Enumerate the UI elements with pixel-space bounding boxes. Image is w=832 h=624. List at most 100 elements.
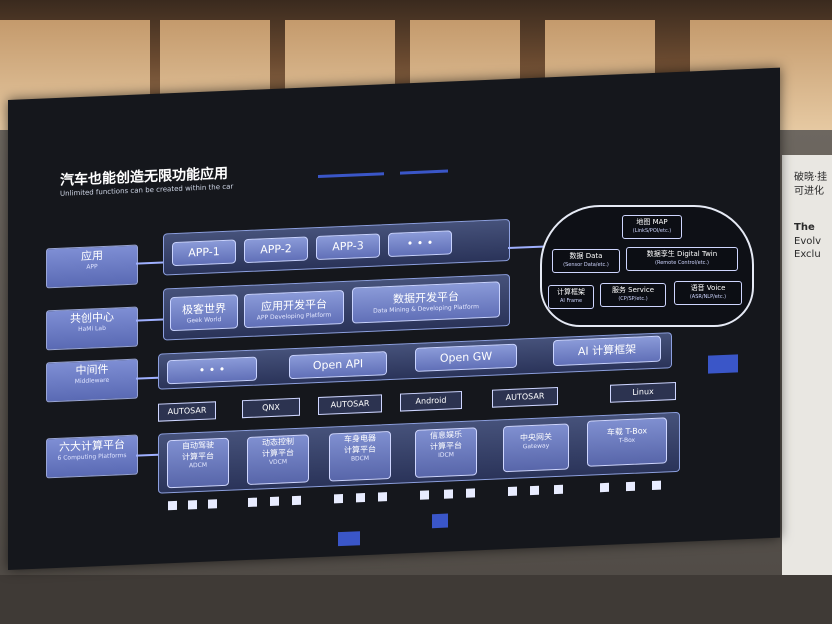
platform-band: 自动驾驶 计算平台 ADCM 动态控制 计算平台 VDCM 车身电器 计算平台 … xyxy=(158,411,680,494)
middleware-band: • • • Open API Open GW AI 计算框架 xyxy=(158,332,672,390)
side-text: Exclu xyxy=(794,249,821,260)
platform-zh: 车载 T-Box xyxy=(606,426,648,437)
connector-square xyxy=(530,485,539,496)
platform-zh2: 计算平台 xyxy=(430,440,462,452)
cloud-service-zh: 语音 Voice xyxy=(690,284,726,292)
platform-code: BDCM xyxy=(350,454,370,463)
layer-label-cocreate: 共创中心 HaMi Lab xyxy=(46,306,138,351)
accent-square xyxy=(432,513,448,529)
connection-arrow xyxy=(136,453,158,457)
platform-chip: 信息娱乐 计算平台 IDCM xyxy=(415,427,477,478)
connector-square xyxy=(600,482,609,493)
cloud-service-zh: 数据 Data xyxy=(569,252,603,260)
cocreate-en: APP Developing Platform xyxy=(256,311,332,322)
middleware-chip: AI 计算框架 xyxy=(553,335,661,367)
cloud-service-en: AI Frame xyxy=(559,298,583,304)
layer-label-en: APP xyxy=(86,263,98,271)
connector-square xyxy=(356,493,365,503)
cloud-service-zh: 服务 Service xyxy=(611,286,655,294)
platform-zh2: 计算平台 xyxy=(344,444,376,455)
cocreate-en: Geek World xyxy=(186,316,222,325)
connector-square xyxy=(508,486,517,497)
cloud-service-zh: 数据孪生 Digital Twin xyxy=(646,250,718,258)
cloud-service-en: (CP/SP/etc.) xyxy=(618,296,648,302)
app-chip: APP-3 xyxy=(316,233,380,261)
accent-square xyxy=(708,354,738,374)
platform-zh: 中央网关 xyxy=(520,432,552,443)
connection-arrow xyxy=(136,318,163,322)
platform-zh: 动态控制 xyxy=(262,437,294,448)
connection-arrow xyxy=(136,261,163,265)
os-tag: Linux xyxy=(610,382,676,403)
platform-chip: 车载 T-Box T-Box xyxy=(587,417,667,467)
platform-code: ADCM xyxy=(188,461,208,470)
connector-square xyxy=(420,490,429,500)
app-chip: APP-1 xyxy=(172,239,236,267)
cloud-service-en: (ASR/NLP/etc.) xyxy=(689,294,727,300)
connector-square xyxy=(248,497,257,507)
accent-bar xyxy=(318,172,384,179)
side-text: 可进化 xyxy=(794,186,824,197)
cocreate-chip: 极客世界 Geek World xyxy=(170,294,238,332)
connector-square xyxy=(334,493,343,504)
connection-arrow xyxy=(136,376,158,380)
cloud-service-zh: 地图 MAP xyxy=(636,218,668,226)
layer-label-en: Middleware xyxy=(74,376,110,386)
platform-zh: 信息娱乐 xyxy=(430,429,462,441)
connector-square xyxy=(466,488,475,498)
platform-code: Gateway xyxy=(522,442,550,451)
side-text: 破晓·挂 xyxy=(794,172,828,183)
connector-square xyxy=(652,480,661,491)
platform-zh: 自动驾驶 xyxy=(182,440,214,451)
app-band: APP-1 APP-2 APP-3 • • • xyxy=(163,218,510,276)
cloud-service-voice: 语音 Voice (ASR/NLP/etc.) xyxy=(674,281,742,305)
cloud-service-twin: 数据孪生 Digital Twin (Remote Control/etc.) xyxy=(626,247,738,271)
side-text: The xyxy=(794,222,815,233)
cloud-service-service: 服务 Service (CP/SP/etc.) xyxy=(600,283,666,307)
app-chip: • • • xyxy=(388,230,452,258)
side-screen xyxy=(782,155,832,575)
os-tag: Android xyxy=(400,390,462,412)
os-tag: AUTOSAR xyxy=(158,401,216,422)
floor xyxy=(0,575,832,624)
cloud-service-zh: 计算框架 xyxy=(557,288,585,296)
layer-label-app: 应用 APP xyxy=(46,244,138,289)
middleware-chip: • • • xyxy=(167,356,257,385)
platform-code: VDCM xyxy=(268,458,288,467)
side-text: Evolv xyxy=(794,236,822,247)
cocreate-chip: 应用开发平台 APP Developing Platform xyxy=(244,289,344,329)
cloud-service-en: (LinkS/POI/etc.) xyxy=(632,228,672,234)
cloud-service-data: 数据 Data (Sensor Data/etc.) xyxy=(552,249,620,273)
connector-square xyxy=(626,481,635,492)
os-tag: QNX xyxy=(242,397,300,419)
layer-label-en: HaMi Lab xyxy=(78,324,106,334)
cloud-services: 地图 MAP (LinkS/POI/etc.) 数据 Data (Sensor … xyxy=(540,205,754,327)
cloud-service-ai: 计算框架 AI Frame xyxy=(548,285,594,309)
cocreate-chip: 数据开发平台 Data Mining & Developing Platform xyxy=(352,281,500,324)
cocreate-zh: 极客世界 xyxy=(182,301,226,317)
connector-square xyxy=(554,484,563,495)
connector-square xyxy=(292,495,301,506)
layer-label-middleware: 中间件 Middleware xyxy=(46,358,138,403)
platform-chip: 车身电器 计算平台 BDCM xyxy=(329,430,391,482)
connector-square xyxy=(444,489,453,499)
app-chip: APP-2 xyxy=(244,236,308,264)
accent-bar xyxy=(400,169,448,175)
connector-square xyxy=(270,496,279,507)
platform-zh: 车身电器 xyxy=(344,433,376,444)
platform-code: IDCM xyxy=(438,451,454,459)
platform-zh2: 计算平台 xyxy=(182,451,214,462)
middleware-chip: Open GW xyxy=(415,343,517,372)
layer-label-zh: 应用 xyxy=(81,249,103,263)
connector-square xyxy=(188,500,197,510)
connector-square xyxy=(168,500,177,511)
layer-label-zh: 中间件 xyxy=(75,362,109,378)
cocreate-band: 极客世界 Geek World 应用开发平台 APP Developing Pl… xyxy=(163,273,510,341)
middleware-chip: Open API xyxy=(289,351,387,380)
layer-label-zh: 共创中心 xyxy=(70,310,114,326)
platform-chip: 动态控制 计算平台 VDCM xyxy=(247,434,309,485)
cloud-service-en: (Remote Control/etc.) xyxy=(655,260,709,266)
platform-code: T-Box xyxy=(618,436,636,445)
platform-chip: 自动驾驶 计算平台 ADCM xyxy=(167,437,229,489)
connector-square xyxy=(378,492,387,502)
